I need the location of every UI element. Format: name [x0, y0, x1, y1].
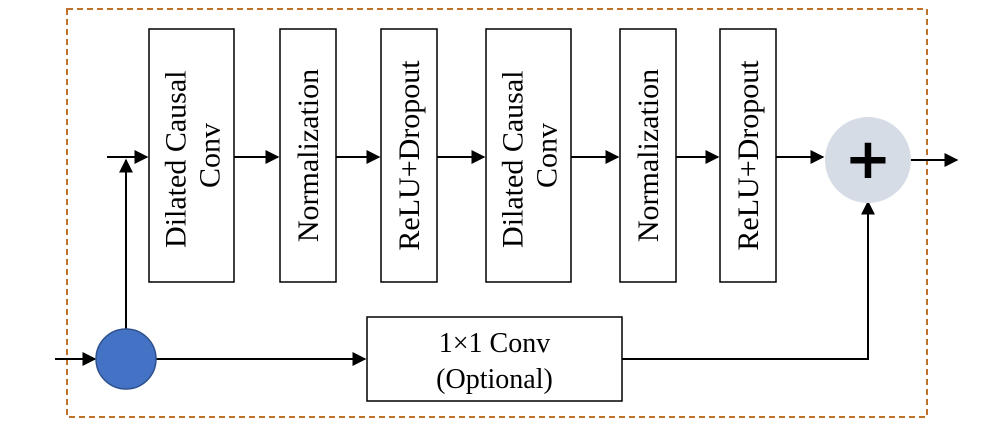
- block-1x1-conv: 1×1 Conv (Optional): [366, 316, 623, 402]
- block-label-line: Normalization: [292, 69, 325, 242]
- residual-block-frame: [66, 8, 928, 418]
- svg-text:ReLU+Dropout: ReLU+Dropout: [732, 60, 765, 251]
- svg-text:ReLU+Dropout: ReLU+Dropout: [393, 60, 426, 251]
- svg-text:Normalization: Normalization: [292, 69, 325, 242]
- block-label-line: ReLU+Dropout: [393, 60, 426, 251]
- block-dilated-causal-conv-2: Dilated Causal Conv: [485, 28, 572, 283]
- conv1x1-label-line2: (Optional): [436, 364, 553, 395]
- svg-text:Dilated Causal Conv: Dilated Causal Conv: [160, 63, 227, 248]
- block-label-line: Dilated Causal: [160, 71, 193, 248]
- plus-icon: +: [845, 127, 892, 192]
- add-node: +: [825, 117, 911, 203]
- svg-text:Dilated Causal Conv: Dilated Causal Conv: [497, 63, 564, 248]
- block-normalization-2: Normalization: [619, 28, 677, 283]
- block-label-line: ReLU+Dropout: [732, 60, 765, 251]
- block-relu-dropout-2: ReLU+Dropout: [719, 28, 777, 283]
- block-normalization-1: Normalization: [279, 28, 337, 283]
- block-dilated-causal-conv-1: Dilated Causal Conv: [148, 28, 235, 283]
- block-relu-dropout-1: ReLU+Dropout: [380, 28, 438, 283]
- block-label-line: Conv: [531, 123, 564, 188]
- conv1x1-label-line1: 1×1 Conv: [439, 328, 550, 359]
- input-node: [95, 328, 157, 390]
- block-label-line: Normalization: [632, 69, 665, 242]
- skip-arrow-to-add: [622, 200, 875, 360]
- block-label-line: Conv: [194, 123, 227, 188]
- block-label-line: Dilated Causal: [497, 71, 530, 248]
- svg-text:Normalization: Normalization: [632, 69, 665, 242]
